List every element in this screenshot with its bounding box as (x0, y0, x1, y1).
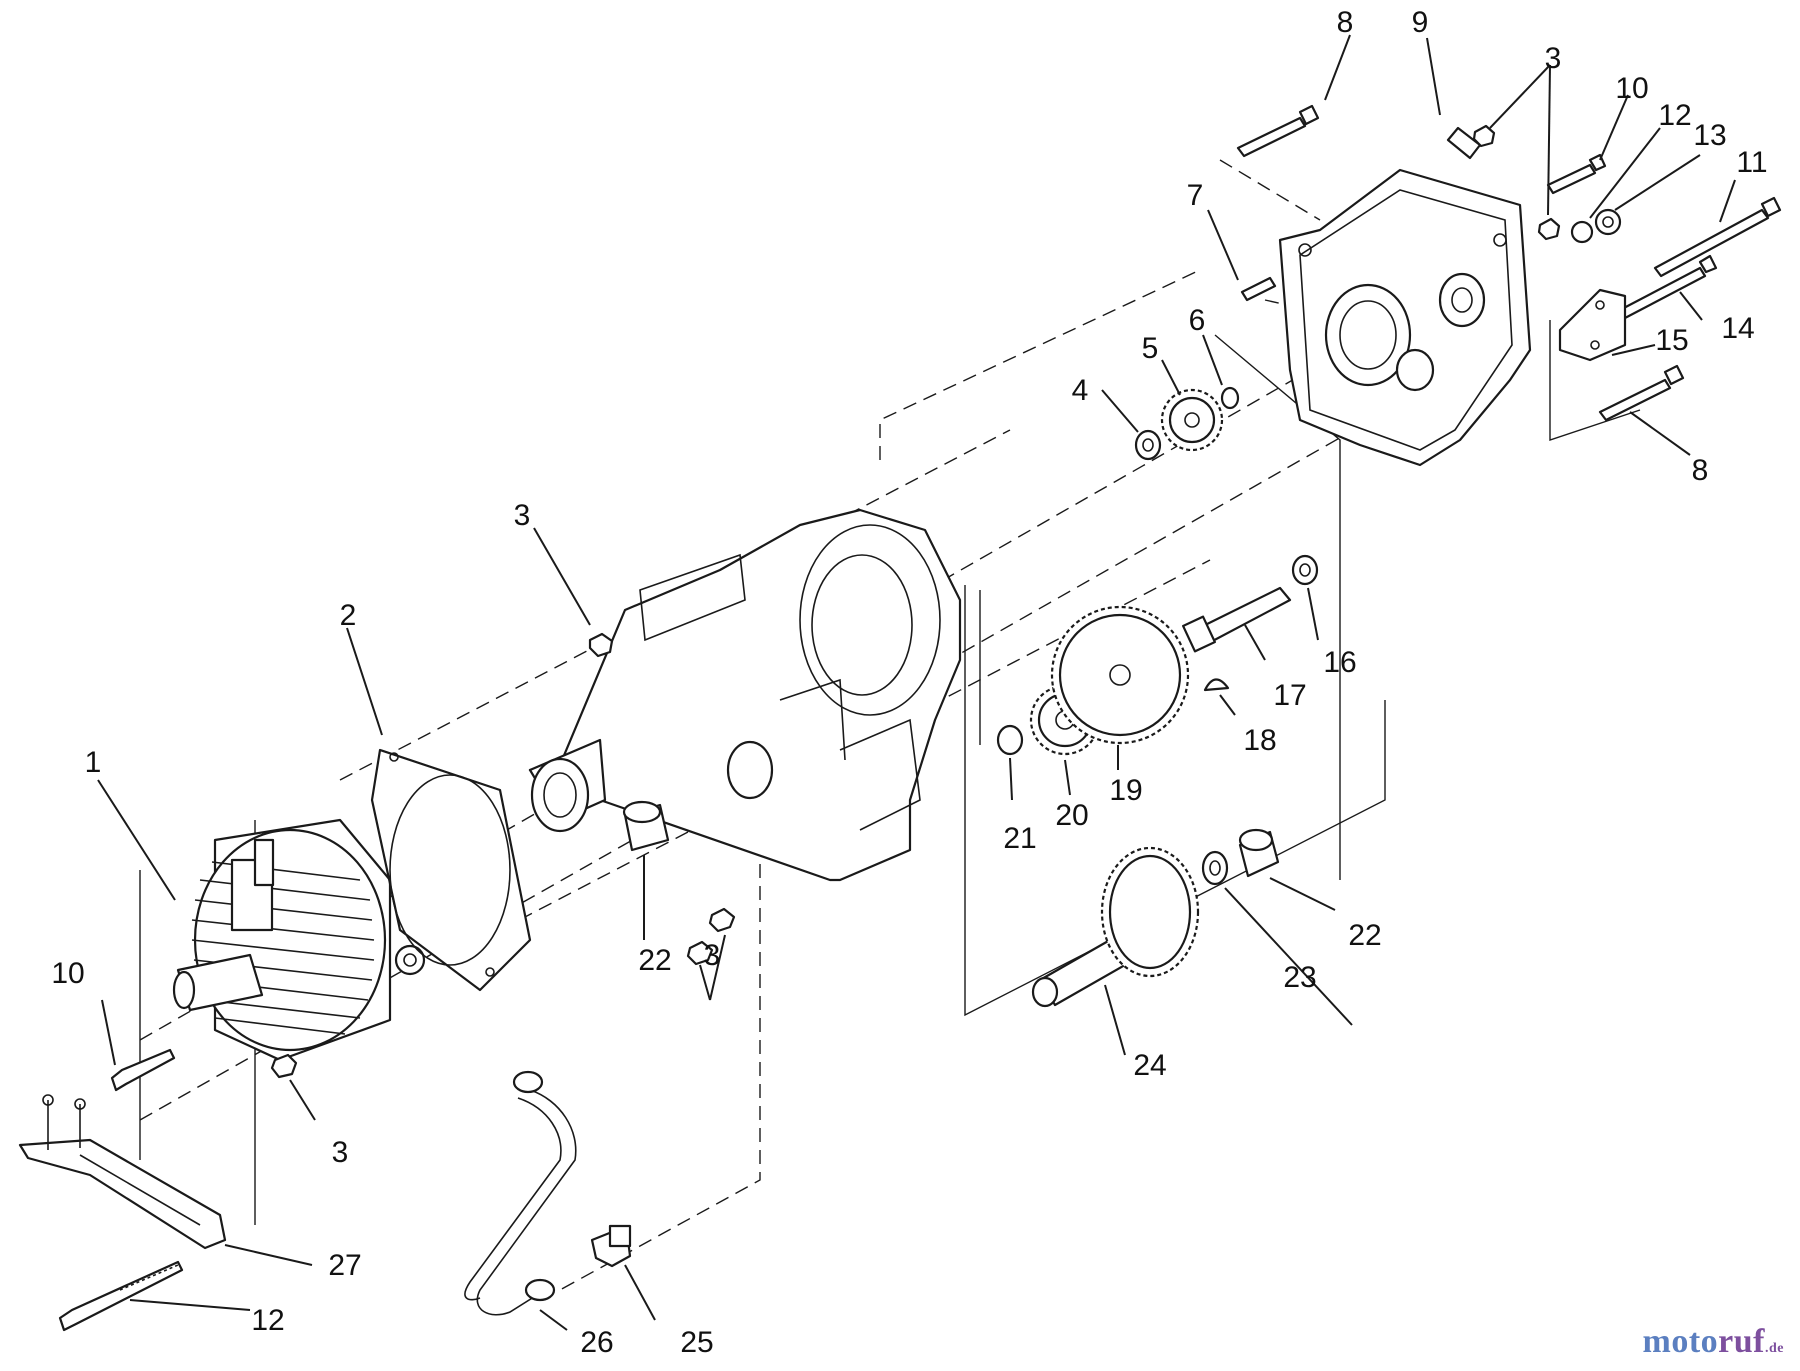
part-3-nuts-bottom (686, 907, 736, 966)
leader-lines (97, 34, 1736, 1331)
callout-21: 21 (1003, 822, 1036, 855)
callout-2: 2 (340, 599, 357, 632)
callout-labels: 8 9 3 10 12 13 11 7 14 15 8 6 5 4 3 2 16… (51, 6, 1767, 1359)
transaxle-housing (528, 508, 962, 882)
part-23-washer (1201, 850, 1229, 886)
callout-14: 14 (1721, 312, 1754, 345)
callout-15: 15 (1655, 324, 1688, 357)
transaxle-cover (1278, 168, 1532, 467)
part-3-nut-pump (270, 1053, 298, 1079)
part-10-bolt-cover (1546, 153, 1607, 195)
callout-9: 9 (1412, 6, 1429, 39)
part-27-bracket (18, 1094, 227, 1250)
part-1-pump (172, 818, 426, 1062)
callout-3-pump: 3 (332, 1136, 349, 1169)
callout-8-top: 8 (1337, 6, 1354, 39)
part-22-bushing-left (622, 800, 670, 852)
part-3-nut-top (588, 632, 614, 658)
callout-19: 19 (1109, 774, 1142, 807)
part-18-key (1203, 678, 1230, 692)
callout-6: 6 (1189, 304, 1206, 337)
callout-3-housing-top: 3 (514, 499, 531, 532)
part-5-gear (1160, 388, 1224, 452)
part-11-long-bolt (1653, 196, 1782, 278)
callout-3-housing-bottom: 3 (704, 939, 721, 972)
callout-4: 4 (1072, 374, 1089, 407)
part-13-washer (1594, 208, 1622, 236)
part-22-bushing-right (1238, 828, 1280, 878)
part-12-washer (1570, 220, 1594, 244)
part-6-ring (1220, 386, 1240, 410)
callout-25: 25 (680, 1326, 713, 1359)
callout-22-right: 22 (1348, 919, 1381, 952)
callout-18: 18 (1243, 724, 1276, 757)
callout-12-cover: 12 (1658, 99, 1691, 132)
callout-1: 1 (85, 746, 102, 779)
part-19-gear-large (1050, 605, 1190, 745)
part-12-bolt-lower (58, 1260, 184, 1332)
callout-11: 11 (1736, 146, 1767, 179)
callout-8-lower: 8 (1692, 454, 1709, 487)
callout-26: 26 (580, 1326, 613, 1359)
callout-22-left: 22 (638, 944, 671, 977)
part-3-nuts-cover (1472, 124, 1561, 241)
callout-10-cover: 10 (1615, 72, 1648, 105)
callout-10-left: 10 (51, 957, 84, 990)
part-26-tube (464, 1070, 577, 1316)
callout-13: 13 (1693, 119, 1726, 152)
watermark-logo: motoruf.de (1642, 1323, 1784, 1360)
callout-5: 5 (1142, 332, 1159, 365)
part-16-washer (1291, 554, 1319, 586)
callout-17: 17 (1273, 679, 1306, 712)
part-17-shaft (1182, 586, 1292, 653)
part-4-bushing (1134, 429, 1162, 461)
callout-16: 16 (1323, 646, 1356, 679)
part-10-bolt-left (110, 1048, 176, 1092)
callout-3-cover: 3 (1545, 42, 1562, 75)
callout-12-lower: 12 (251, 1304, 284, 1337)
part-15-plate (1558, 288, 1627, 362)
part-8-bolt-upper (1236, 104, 1320, 158)
callout-20: 20 (1055, 799, 1088, 832)
callout-24: 24 (1133, 1049, 1166, 1082)
callout-23: 23 (1283, 961, 1316, 994)
part-7-bolt (1240, 276, 1277, 302)
part-24-output-gear (1031, 846, 1200, 1008)
callout-7: 7 (1187, 179, 1204, 212)
part-21-bushing (996, 724, 1024, 756)
callout-27: 27 (328, 1249, 361, 1282)
part-8-bolt-lower (1598, 364, 1685, 422)
part-2-gasket (370, 748, 532, 992)
part-25-fitting (590, 1224, 632, 1268)
